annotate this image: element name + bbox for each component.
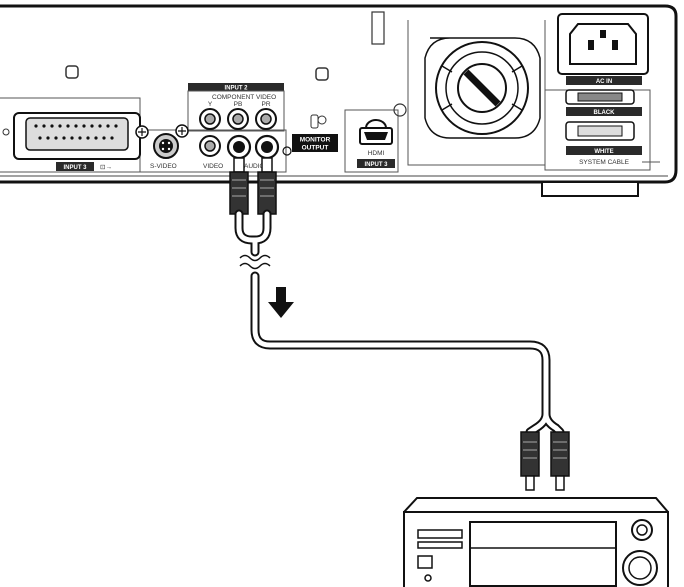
hdmi-port: HDMI INPUT 3 — [357, 119, 395, 168]
hdmi-label: HDMI — [368, 150, 385, 157]
white-port-label: WHITE — [594, 149, 613, 155]
y-label: Y — [208, 101, 213, 108]
svideo-label: S-VIDEO — [150, 163, 177, 170]
wave-break-icon — [239, 254, 271, 270]
input3-hdmi-label: INPUT 3 — [364, 162, 388, 168]
ac-in-socket: AC IN — [557, 13, 649, 85]
ac-in-label: AC IN — [596, 79, 612, 85]
svideo-jack: S-VIDEO — [135, 125, 179, 170]
cooling-fan — [424, 37, 541, 139]
input2-block: INPUT 2 COMPONENT VIDEO Y PB PR VIDEO — [175, 83, 285, 170]
scart-arrow-glyph: ⊡→ — [100, 164, 112, 171]
monitor-output-label-line1: MONITOR — [300, 137, 331, 144]
audio-cable — [234, 209, 565, 437]
rca-plugs-top — [229, 157, 277, 215]
scart-connector: INPUT 3 ⊡→ — [2, 112, 141, 171]
audio-amplifier — [403, 497, 669, 587]
pr-label: PR — [261, 101, 270, 108]
video-label: VIDEO — [203, 163, 223, 170]
rca-plugs-bottom — [520, 431, 570, 491]
black-port-label: BLACK — [594, 110, 616, 116]
audio-monitor-jacks: AUDIO MONITOR OUTPUT — [226, 134, 338, 170]
audio-cable-inner — [236, 211, 563, 435]
audio-label: AUDIO — [244, 163, 265, 170]
pb-label: PB — [234, 101, 243, 108]
input2-label: INPUT 2 — [224, 86, 248, 92]
system-cable-label: SYSTEM CABLE — [579, 159, 630, 166]
input3-left-label: INPUT 3 — [63, 165, 87, 171]
system-cable-ports: BLACK WHITE SYSTEM CABLE — [565, 89, 660, 166]
component-video-label: COMPONENT VIDEO — [212, 94, 276, 101]
monitor-output-label-line2: OUTPUT — [302, 145, 329, 152]
down-arrow-icon — [268, 287, 294, 318]
